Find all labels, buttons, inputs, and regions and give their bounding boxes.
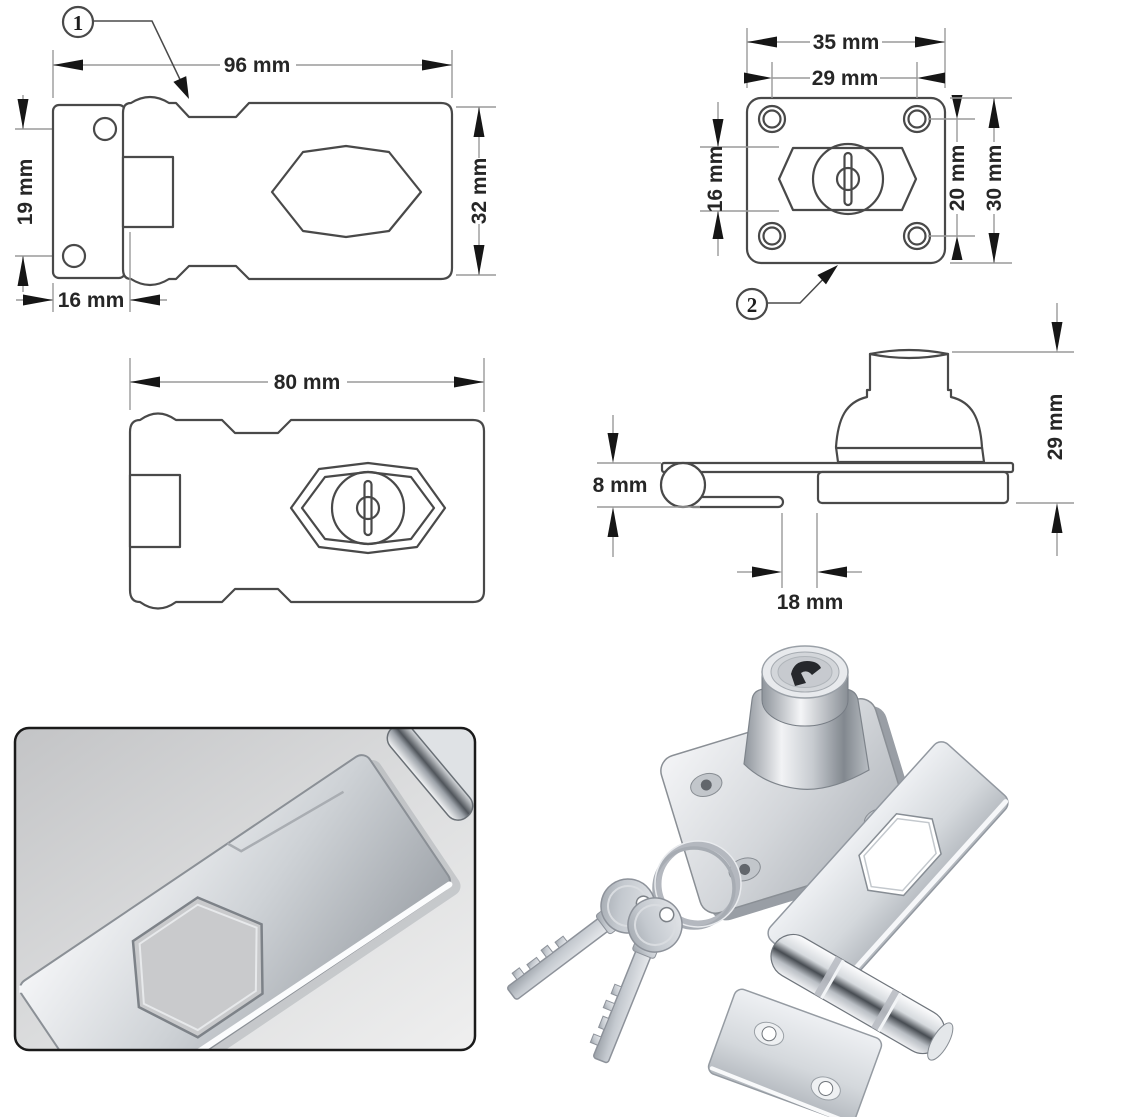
hasp-main-plate <box>121 95 454 287</box>
keyhole-icon <box>835 151 861 207</box>
hasp-closed-width-dimension: 80 mm <box>274 371 341 394</box>
keyhole-icon <box>791 661 821 686</box>
hinge-knuckle-closeup <box>386 728 475 821</box>
hasp-front-drawing: 96 mm 32 mm 19 mm 16 mm 1 <box>14 5 496 312</box>
hasp-height-dimension: 32 mm <box>468 158 491 225</box>
callout-1-number: 1 <box>73 11 84 35</box>
screw-hole <box>92 116 118 142</box>
callout-2-circle <box>735 287 769 321</box>
lock-front-drawing: 35 mm 29 mm 16 mm 20 mm 30 mm <box>700 28 1012 321</box>
lock-plate-width-dimension: 35 mm <box>813 31 880 54</box>
key <box>589 897 683 1064</box>
mount-plate-edge <box>686 495 785 509</box>
cylinder-housing <box>777 146 918 212</box>
hasp-mount-width-dimension: 16 mm <box>58 289 125 312</box>
hasp-closed-plate <box>128 412 486 610</box>
lock-hole-spacing-dimension: 20 mm <box>946 145 969 212</box>
hasp-hole-spacing-dimension: 19 mm <box>14 159 37 226</box>
lock-screw-holes <box>757 104 932 251</box>
knuckle-diameter-dimension: 8 mm <box>593 474 648 497</box>
key-head-hole <box>658 906 675 923</box>
callout-1: 1 <box>61 5 189 99</box>
screw-hole <box>61 243 87 269</box>
hinge-to-lock-gap-dimension: 18 mm <box>777 591 844 614</box>
hex-cutout <box>858 812 942 897</box>
lock-dome <box>834 352 986 464</box>
hex-cutout-outer <box>289 461 447 555</box>
lock-hole-span-dimension: 29 mm <box>812 67 879 90</box>
hinge-knuckle-block <box>128 473 182 549</box>
hinge-barrel <box>770 933 954 1061</box>
hex-cutout-inner <box>300 470 436 546</box>
hinge-knuckle-block <box>121 155 175 229</box>
hasp-photo <box>707 741 1009 1117</box>
lock-plate <box>745 96 947 265</box>
hasp-width-dimension: 96 mm <box>224 54 291 77</box>
inset-border <box>13 726 477 1052</box>
lock-plate-height-dimension: 30 mm <box>983 145 1006 212</box>
assembly-side-drawing: 8 mm 29 mm 18 mm <box>593 303 1074 614</box>
callout-1-circle <box>61 5 95 39</box>
callout-2-number: 2 <box>747 293 758 317</box>
product-photo <box>507 645 1009 1117</box>
overall-height-dimension: 29 mm <box>1044 394 1067 461</box>
lock-base-edge <box>816 470 1010 505</box>
plate-closeup-photo <box>13 726 477 1052</box>
hex-cutout <box>270 144 423 239</box>
keys-photo <box>507 840 742 1064</box>
lock-cylinder <box>330 470 406 546</box>
callout-2: 2 <box>735 265 838 321</box>
hex-cutout <box>131 896 264 1039</box>
hinge-knuckle <box>659 461 707 509</box>
lock-cylinder <box>811 142 885 216</box>
housing-height-dimension: 16 mm <box>704 146 727 213</box>
key-ring <box>654 840 742 928</box>
hinge-leaf <box>707 988 883 1117</box>
hasp-closed-drawing: 80 mm <box>128 358 486 610</box>
hasp-plate-edge <box>660 461 1015 474</box>
keyhole-icon <box>355 479 381 537</box>
